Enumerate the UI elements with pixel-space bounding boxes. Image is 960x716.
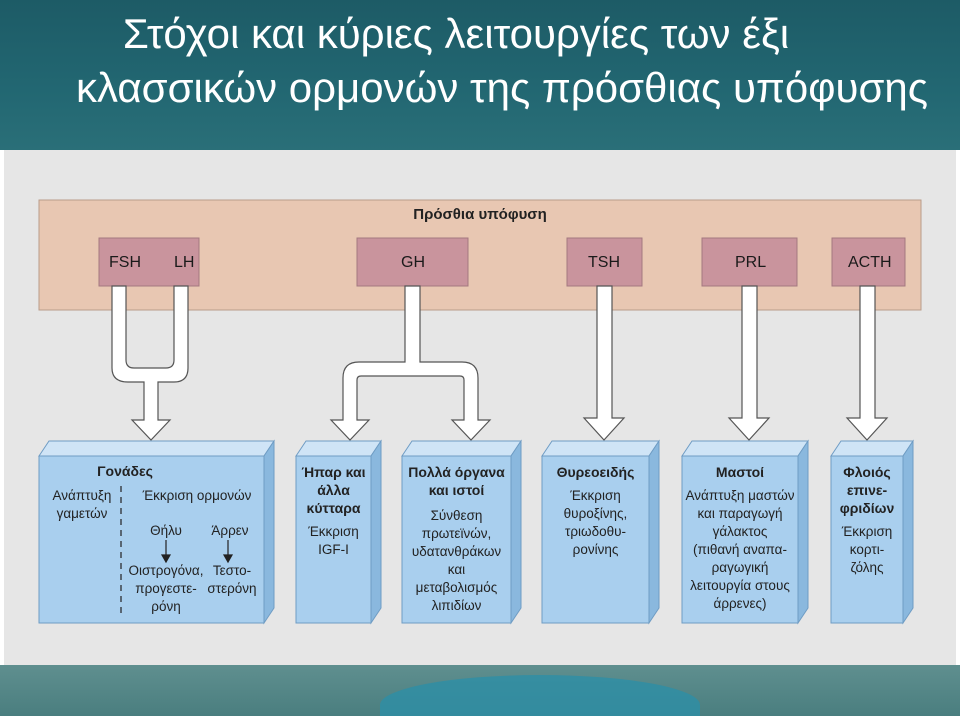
organs-box <box>401 455 512 624</box>
slide-footer <box>0 665 960 716</box>
footer-decoration <box>380 675 700 716</box>
organs-text-1: Σύνθεση <box>430 508 483 523</box>
gonads-female-hormones-2: προγεστε- <box>135 581 197 596</box>
tsh-box <box>566 237 643 287</box>
gonads-box <box>38 455 265 624</box>
liver-title-1: Ήπαρ και <box>301 464 366 480</box>
liver-title-2: άλλα <box>317 482 350 498</box>
thyroid-text-3: τριωδοθυ- <box>565 524 626 539</box>
breast-box-top <box>681 440 809 457</box>
liver-text-1: Έκκριση <box>308 524 359 539</box>
slide-title-line-1: Στόχοι και κύριες λειτουργίες των έξι <box>122 10 790 57</box>
organs-text-4: και <box>447 562 466 577</box>
tsh-label: TSH <box>588 254 620 271</box>
breast-text-4: (πιθανή αναπα- <box>693 542 787 557</box>
breast-text-7: άρρενες) <box>713 596 767 611</box>
male-arrow <box>222 554 234 564</box>
adrenal-title-1: Φλοιός <box>843 464 891 480</box>
breast-box <box>681 455 799 624</box>
thyroid-box-top <box>541 440 660 457</box>
breast-text-5: ραγωγική <box>711 560 769 575</box>
adrenal-box <box>830 455 904 624</box>
liver-text-2: IGF-I <box>318 542 349 557</box>
adrenal-title-3: φριδίων <box>839 500 895 516</box>
tsh-arrow <box>582 285 626 441</box>
thyroid-box-side <box>648 439 660 625</box>
fsh-lh-box <box>98 237 200 287</box>
breast-text-6: λειτουργία στους <box>690 578 790 593</box>
organs-text-6: λιπιδίων <box>431 598 482 613</box>
organs-text-2: πρωτεϊνών, <box>421 526 492 541</box>
gonads-title: Γονάδες <box>97 463 153 479</box>
gonads-male-label: Άρρεν <box>211 523 249 538</box>
thyroid-text-2: θυροξίνης, <box>563 506 628 521</box>
slide-title-line-2: κλασσικών ορμονών της πρόσθιας υπόφυσης <box>76 64 928 111</box>
lh-label: LH <box>174 254 195 271</box>
adrenal-text-2: κορτι- <box>849 542 885 557</box>
gonads-male-hormones-1: Τεστο- <box>212 563 252 578</box>
gonads-female-hormones-3: ρόνη <box>151 599 181 614</box>
gonads-male-hormones-2: στερόνη <box>207 581 257 596</box>
gonads-left-text-2: γαμετών <box>56 506 108 521</box>
gh-box <box>356 237 469 287</box>
adrenal-title-2: επινε- <box>846 482 888 498</box>
pituitary-label: Πρόσθια υπόφυση <box>413 206 547 223</box>
slide-header: Στόχοι και κύριες λειτουργίες των έξι κλ… <box>0 0 960 150</box>
liver-box <box>295 455 372 624</box>
gonads-female-hormones-1: Οιστρογόνα, <box>128 563 204 578</box>
fsh-label: FSH <box>109 254 141 271</box>
organs-text-5: μεταβολισμός <box>415 580 498 595</box>
liver-box-side <box>370 439 382 625</box>
thyroid-text-1: Έκκριση <box>570 488 621 503</box>
gh-label: GH <box>401 254 425 271</box>
gonads-box-top <box>38 440 275 457</box>
breast-title: Μαστοί <box>715 464 765 480</box>
breast-text-1: Ανάπτυξη μαστών <box>685 488 795 503</box>
fsh-lh-arrow <box>111 285 189 441</box>
breast-text-3: γάλακτος <box>712 524 768 539</box>
liver-title-3: κύτταρα <box>306 500 361 516</box>
organs-title-2: και ιστοί <box>428 482 485 498</box>
adrenal-box-top <box>830 440 914 457</box>
thyroid-box <box>541 455 650 624</box>
adrenal-text-1: Έκκριση <box>841 524 893 539</box>
gonads-secretion-label: Έκκριση ορμονών <box>142 488 252 503</box>
organs-title-1: Πολλά όργανα <box>408 464 505 480</box>
acth-label: ACTH <box>848 254 892 271</box>
thyroid-title: Θυρεοειδής <box>556 464 635 480</box>
organs-text-3: υδατανθράκων <box>411 544 502 559</box>
organs-box-top <box>401 440 522 457</box>
gh-arrow <box>329 285 492 441</box>
thyroid-text-4: ρονίνης <box>572 542 619 557</box>
female-arrow <box>160 554 172 564</box>
adrenal-box-side <box>902 439 914 625</box>
acth-arrow <box>845 285 889 441</box>
liver-box-top <box>295 440 382 457</box>
gonads-female-label: Θήλυ <box>150 523 182 538</box>
prl-label: PRL <box>735 254 767 271</box>
gonads-left-text-1: Ανάπτυξη <box>52 488 112 503</box>
adrenal-text-3: ζόλης <box>850 560 884 575</box>
prl-arrow <box>727 285 771 441</box>
breast-text-2: και παραγωγή <box>697 506 783 521</box>
gonads-box-side <box>263 439 275 625</box>
